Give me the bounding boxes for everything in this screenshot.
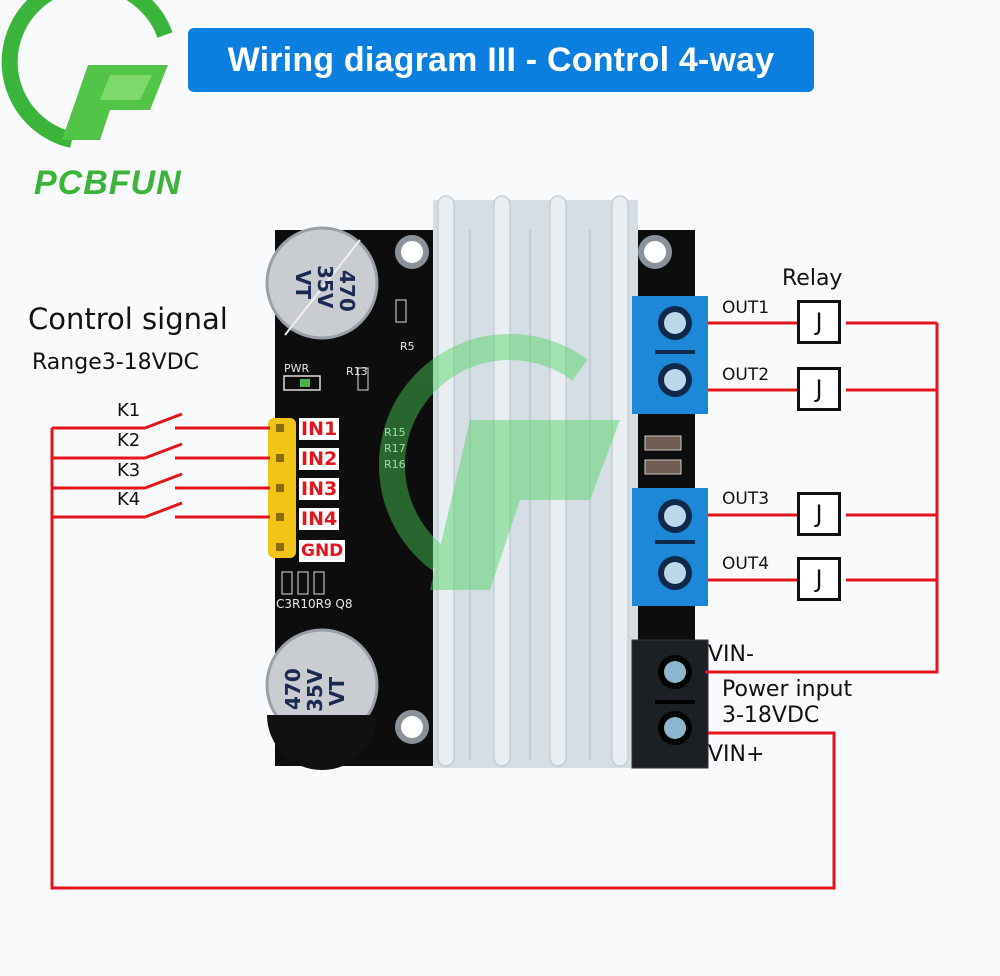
control-signal-range: Range3-18VDC (32, 350, 200, 375)
cap-top-series: VT (291, 270, 315, 299)
input-in1-label: IN1 (299, 418, 340, 440)
relay-coil-1: J (797, 300, 841, 344)
switch-k2-label: K2 (117, 430, 141, 451)
brand-name: PCBFUN (34, 164, 182, 202)
power-terminal (631, 639, 709, 769)
out4-label: OUT4 (722, 554, 770, 574)
relay-coil-4: J (797, 557, 841, 601)
capacitor-top: 470 35V VT (265, 226, 379, 340)
power-range-label: 3-18VDC (722, 703, 820, 728)
silk-pwr: PWR (284, 362, 310, 375)
pin-header (268, 418, 296, 558)
cap-bottom-series: VT (325, 677, 349, 706)
watermark-logo-icon (379, 334, 620, 590)
capacitor-bottom: 470 35V VT (265, 628, 379, 770)
switch-k4-label: K4 (117, 489, 141, 510)
silk-c3r10r9q8: C3R10R9 Q8 (276, 597, 353, 611)
output-terminals (632, 296, 708, 606)
control-signal-title: Control signal (28, 302, 228, 336)
out2-label: OUT2 (722, 365, 770, 385)
power-input-label: Power input (722, 677, 853, 702)
silk-r13: R13 (346, 365, 368, 378)
input-in4-label: IN4 (299, 508, 340, 530)
out1-label: OUT1 (722, 298, 770, 318)
switch-k1-label: K1 (117, 400, 141, 421)
cap-bottom-value: 470 (281, 668, 305, 710)
switch-k3-label: K3 (117, 460, 141, 481)
heatsink (433, 195, 638, 768)
input-in3-label: IN3 (299, 478, 340, 500)
relay-coil-3: J (797, 492, 841, 536)
input-in2-label: IN2 (299, 448, 340, 470)
cap-top-voltage: 35V (313, 265, 337, 309)
switch-k2-blade (144, 442, 183, 460)
out3-label: OUT3 (722, 489, 770, 509)
switch-k1-blade (144, 412, 183, 430)
silk-r17: R17 (384, 442, 406, 455)
wires (50, 321, 939, 890)
relay-title: Relay (782, 266, 843, 291)
switch-k4-blade (144, 501, 183, 519)
cap-bottom-voltage: 35V (303, 668, 327, 712)
pcbfun-logo-icon (1, 0, 173, 148)
silk-r15: R15 (384, 426, 406, 439)
vin-minus-label: VIN- (708, 642, 754, 667)
silk-r5: R5 (400, 340, 415, 353)
wire-vin-minus (705, 323, 939, 674)
title-banner: Wiring diagram III - Control 4-way (188, 28, 814, 92)
silk-r16: R16 (384, 458, 406, 471)
input-gnd-label: GND (299, 540, 346, 562)
cap-top-value: 470 (335, 270, 359, 312)
switch-k3-blade (144, 472, 183, 490)
vin-plus-label: VIN+ (708, 742, 765, 767)
mounting-holes (395, 235, 672, 744)
relay-coil-2: J (797, 367, 841, 411)
silkscreen: PWR R13 R5 R15 R17 R16 C3R10R9 Q8 (276, 299, 415, 611)
wire-vin-plus (50, 428, 836, 890)
